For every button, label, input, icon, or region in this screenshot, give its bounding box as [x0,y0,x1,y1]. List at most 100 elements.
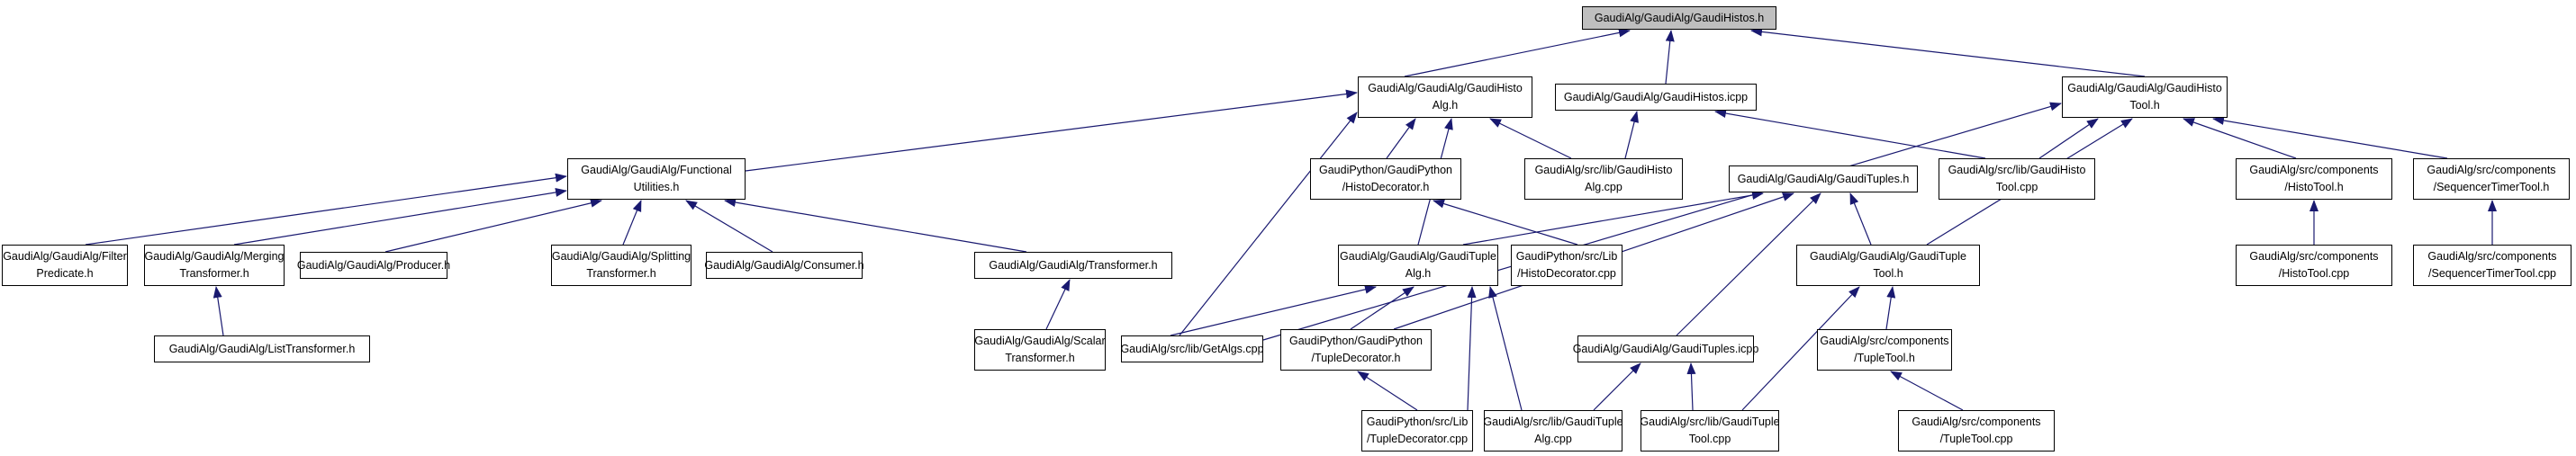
edge [1849,192,1872,246]
node-gaudi-histo-alg-cpp[interactable]: GaudiAlg/src/lib/GaudiHisto Alg.cpp [1524,158,1683,200]
node-label: GaudiAlg/GaudiAlg/GaudiHistos.h [1594,11,1765,24]
node-label: /HistoDecorator.cpp [1517,267,1616,280]
node-label: GaudiAlg/GaudiAlg/Producer.h [296,258,451,272]
node-producer-h[interactable]: GaudiAlg/GaudiAlg/Producer.h [296,252,451,279]
node-gaudi-histos-icpp[interactable]: GaudiAlg/GaudiAlg/GaudiHistos.icpp [1555,84,1757,111]
node-sequencer-timer-tool-cpp[interactable]: GaudiAlg/src/components /SequencerTimerT… [2413,245,2571,286]
edge [1386,118,1416,159]
node-label: Transformer.h [1005,352,1075,364]
node-label: GaudiAlg/GaudiAlg/Splitting [551,250,691,263]
edge [1750,27,2146,77]
node-gaudipython-histo-decorator-h[interactable]: GaudiPython/GaudiPython /HistoDecorator.… [1310,158,1461,200]
node-filter-predicate-h[interactable]: GaudiAlg/GaudiAlg/Filter Predicate.h [2,245,128,286]
edge [1357,371,1418,411]
node-label: Tool.h [1873,267,1903,280]
node-label: GaudiAlg/src/lib/GaudiTuple [1483,416,1623,428]
edge [1624,111,1639,159]
node-list-transformer-h[interactable]: GaudiAlg/GaudiAlg/ListTransformer.h [154,335,370,362]
node-label: GaudiAlg/GaudiAlg/GaudiHistos.icpp [1563,90,1749,103]
edge [685,200,773,253]
node-label: Alg.h [1432,99,1459,112]
node-gaudi-histos-h[interactable]: GaudiAlg/GaudiAlg/GaudiHistos.h [1582,6,1776,30]
node-label: GaudiAlg/src/lib/GetAlgs.cpp [1120,342,1264,355]
node-gaudi-tuple-tool-h[interactable]: GaudiAlg/GaudiAlg/GaudiTuple Tool.h [1796,245,1980,286]
edge [724,198,1027,253]
node-label: Transformer.h [179,267,249,280]
node-label: Tool.cpp [1688,433,1731,445]
node-label: Tool.h [2129,99,2160,112]
node-label: Alg.cpp [1585,181,1622,193]
node-tuple-tool-cpp[interactable]: GaudiAlg/src/components /TupleTool.cpp [1898,410,2055,452]
node-functional-utilities-h[interactable]: GaudiAlg/GaudiAlg/Functional Utilities.h [567,158,746,200]
node-label: GaudiPython/GaudiPython [1318,164,1453,176]
node-label: GaudiAlg/GaudiAlg/Consumer.h [704,258,864,272]
node-gaudi-tuple-tool-cpp[interactable]: GaudiAlg/src/lib/GaudiTuple Tool.cpp [1640,410,1780,452]
node-label: Predicate.h [36,267,94,280]
node-label: GaudiAlg/GaudiAlg/Merging [144,250,285,263]
edge [2212,116,2448,159]
node-label: GaudiAlg/src/components [2249,164,2379,176]
edge [85,173,567,246]
edge [1179,112,1358,336]
edge [2183,118,2297,159]
node-gaudi-tuples-h[interactable]: GaudiAlg/GaudiAlg/GaudiTuples.h [1729,165,1918,192]
node-gaudi-histo-tool-h[interactable]: GaudiAlg/GaudiAlg/GaudiHisto Tool.h [2062,76,2228,118]
node-label: GaudiPython/src/Lib [1366,416,1469,428]
node-gaudi-histo-tool-cpp[interactable]: GaudiAlg/src/lib/GaudiHisto Tool.cpp [1939,158,2095,200]
edge [1262,102,2062,341]
node-sequencer-timer-tool-h[interactable]: GaudiAlg/src/components /SequencerTimerT… [2413,158,2570,200]
node-label: /TupleTool.cpp [1939,433,2013,445]
node-label: Tool.cpp [1995,181,2038,193]
edge [1890,371,1964,411]
node-scalar-transformer-h[interactable]: GaudiAlg/GaudiAlg/Scalar Transformer.h [974,329,1106,371]
node-histo-decorator-cpp[interactable]: GaudiPython/src/Lib /HistoDecorator.cpp [1511,245,1622,286]
node-label: GaudiAlg/GaudiAlg/GaudiTuples.icpp [1572,342,1759,355]
node-label: GaudiAlg/src/components [1820,335,1949,347]
node-label: GaudiAlg/src/components [2249,250,2379,263]
node-gaudi-histo-alg-h[interactable]: GaudiAlg/GaudiAlg/GaudiHisto Alg.h [1358,76,1532,118]
node-label: GaudiAlg/GaudiAlg/Scalar [974,335,1106,347]
node-label: /HistoTool.cpp [2278,267,2350,280]
node-label: /SequencerTimerTool.cpp [2428,267,2556,280]
node-get-algs-cpp[interactable]: GaudiAlg/src/lib/GetAlgs.cpp [1120,335,1264,362]
node-gaudi-tuple-alg-cpp[interactable]: GaudiAlg/src/lib/GaudiTuple Alg.cpp [1483,410,1623,452]
node-histo-tool-h[interactable]: GaudiAlg/src/components /HistoTool.h [2236,158,2392,200]
edge [1665,30,1675,85]
edge [1489,118,1572,159]
edge [1741,286,1860,411]
node-label: Alg.cpp [1534,433,1572,445]
node-gaudi-tuples-icpp[interactable]: GaudiAlg/GaudiAlg/GaudiTuples.icpp [1573,335,1758,362]
node-label: GaudiAlg/src/components [2427,250,2557,263]
edge [1045,279,1071,330]
edge [212,286,224,336]
edge [233,187,567,246]
node-splitting-transformer-h[interactable]: GaudiAlg/GaudiAlg/Splitting Transformer.… [551,245,691,286]
node-label: GaudiAlg/GaudiAlg/Transformer.h [989,258,1158,272]
node-label: GaudiAlg/GaudiAlg/GaudiHisto [2067,82,2222,94]
node-consumer-h[interactable]: GaudiAlg/GaudiAlg/Consumer.h [704,252,864,279]
node-label: /TupleTool.h [1854,352,1915,364]
edge [384,198,602,253]
edge [1714,109,1986,159]
node-gaudi-tuple-alg-h[interactable]: GaudiAlg/GaudiAlg/GaudiTuple Alg.h [1338,245,1498,286]
edge [1686,362,1696,411]
node-label: GaudiAlg/src/lib/GaudiTuple [1640,416,1780,428]
edge [1676,192,1821,336]
node-label: GaudiAlg/GaudiAlg/GaudiHisto [1368,82,1523,94]
edge [1467,286,1477,411]
node-transformer-h[interactable]: GaudiAlg/GaudiAlg/Transformer.h [974,252,1172,279]
node-merging-transformer-h[interactable]: GaudiAlg/GaudiAlg/Merging Transformer.h [144,245,285,286]
edge [1404,28,1631,77]
node-histo-tool-cpp[interactable]: GaudiAlg/src/components /HistoTool.cpp [2236,245,2392,286]
edge [1170,284,1377,336]
node-label: GaudiAlg/GaudiAlg/Functional [581,164,732,176]
node-tuple-tool-h[interactable]: GaudiAlg/src/components /TupleTool.h [1817,329,1952,371]
node-label: GaudiAlg/GaudiAlg/Filter [3,250,127,263]
edge [1885,286,1896,330]
node-tuple-decorator-cpp[interactable]: GaudiPython/src/Lib /TupleDecorator.cpp [1361,410,1473,452]
node-label: GaudiPython/src/Lib [1515,250,1618,263]
edge [1488,286,1523,411]
node-tuple-decorator-h[interactable]: GaudiPython/GaudiPython /TupleDecorator.… [1280,329,1432,371]
